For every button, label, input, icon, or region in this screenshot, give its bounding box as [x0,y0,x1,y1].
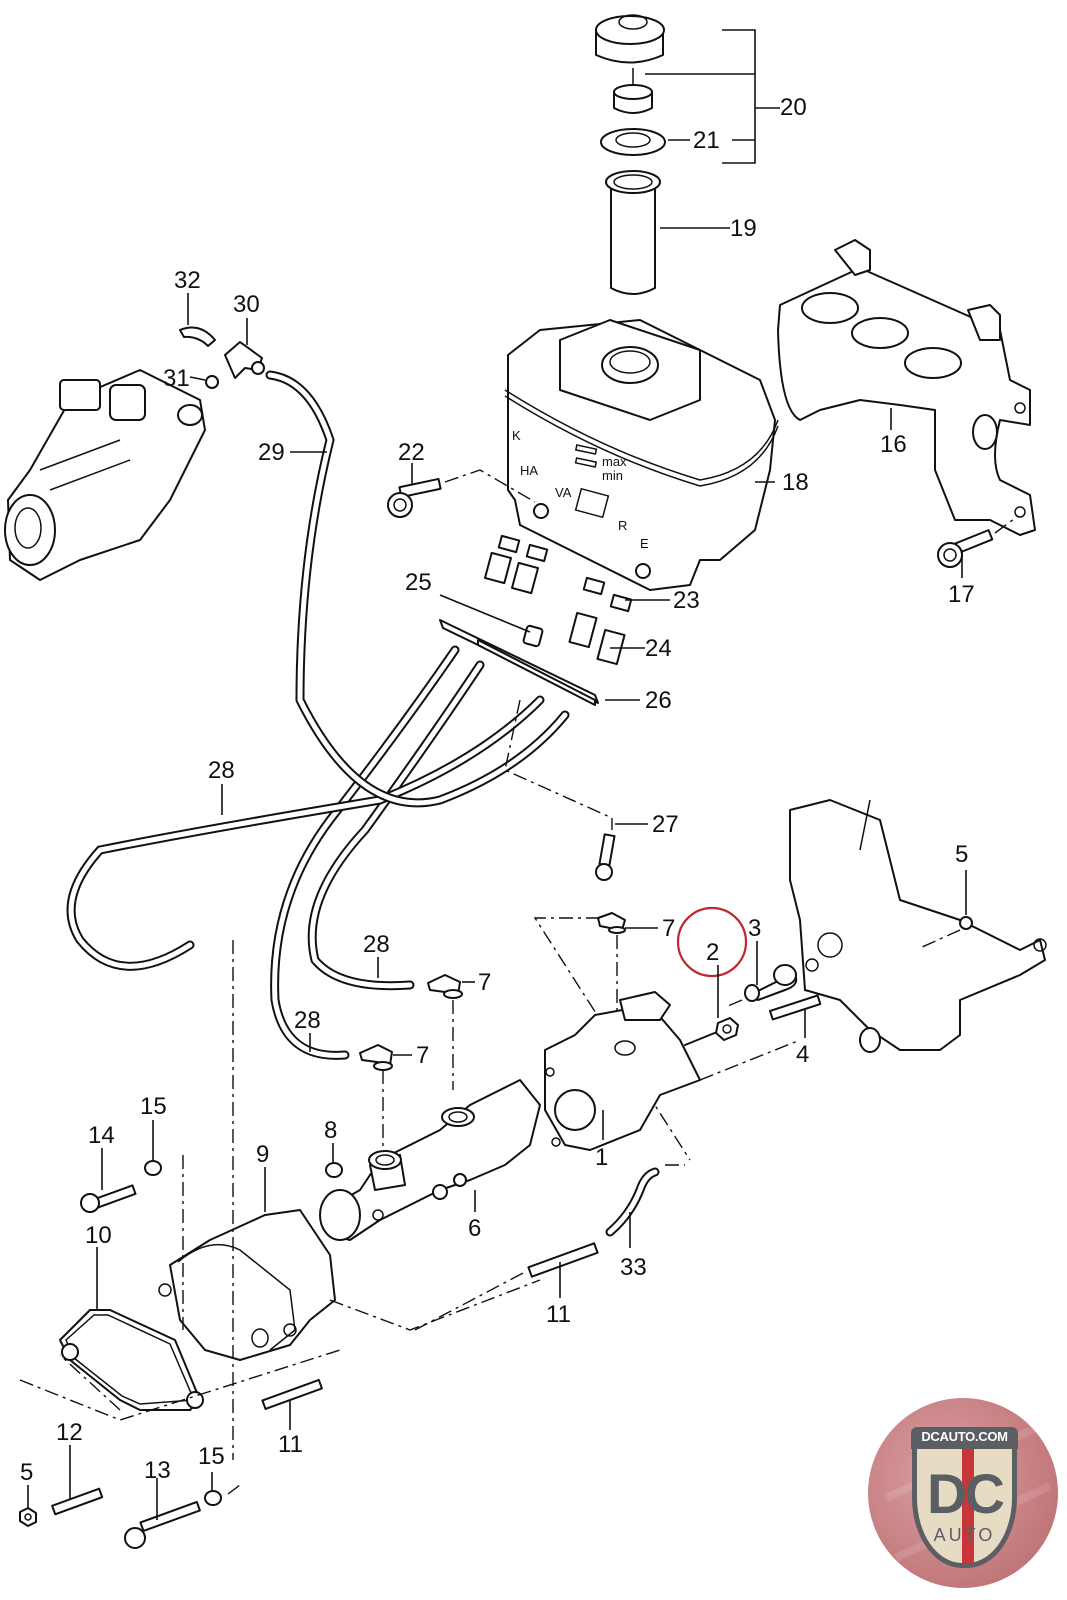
callout-8[interactable]: 8 [324,1117,337,1144]
nut-5-upper[interactable] [959,916,973,930]
logo-shield: DCAUTO.COM DC AUTO [911,1427,1018,1568]
callout-13[interactable]: 13 [144,1457,171,1484]
clutch-master-cylinder[interactable] [544,991,701,1151]
callout-7-low[interactable]: 7 [416,1042,429,1069]
callout-30[interactable]: 30 [233,291,260,318]
callout-labels: 20 21 19 32 30 31 29 22 16 18 17 25 23 2… [20,94,975,1486]
callout-29[interactable]: 29 [258,439,285,466]
callout-24[interactable]: 24 [645,635,672,662]
hose-connectors-left[interactable] [483,534,549,595]
washer-15-upper[interactable] [144,1160,162,1176]
reservoir-bracket[interactable] [777,239,1036,536]
callout-26[interactable]: 26 [645,687,672,714]
callout-19[interactable]: 19 [730,215,757,242]
callout-14[interactable]: 14 [88,1122,115,1149]
callout-11-mid[interactable]: 11 [546,1301,571,1328]
callout-12[interactable]: 12 [56,1419,83,1446]
gasket-10[interactable] [59,1309,204,1411]
seal-ring-31[interactable] [205,375,219,389]
callout-7-upper[interactable]: 7 [662,915,675,942]
marking-r: R [618,518,627,533]
bolt-13[interactable] [124,1500,201,1549]
cylinder-housing-6[interactable] [319,1079,541,1241]
callout-6[interactable]: 6 [468,1215,481,1242]
hose-connectors-24[interactable] [568,611,626,666]
hydraulic-unit [4,369,206,581]
hose-33[interactable] [605,1167,660,1237]
reservoir-cap[interactable] [595,14,665,114]
logo-dc-text: DC [927,1462,1005,1525]
logo-site-text: DCAUTO.COM [921,1429,1008,1444]
marking-k: K [512,428,521,443]
logo-top-band: DCAUTO.COM [911,1427,1018,1449]
callout-32[interactable]: 32 [174,267,201,294]
callout-20[interactable]: 20 [780,94,807,121]
marking-ha: HA [520,463,538,478]
marking-min: min [602,468,623,483]
pedal-box [789,799,1047,1053]
callout-28-low[interactable]: 28 [294,1007,321,1034]
nut-5-lower[interactable] [19,1507,37,1527]
bolt-17[interactable] [937,529,994,568]
callout-28-mid[interactable]: 28 [363,931,390,958]
callout-5-upper[interactable]: 5 [955,841,968,868]
seal-ring-21[interactable] [600,128,666,156]
callout-4[interactable]: 4 [796,1041,809,1068]
marking-va: VA [555,485,572,500]
callout-5-lower[interactable]: 5 [20,1459,33,1486]
bolt-14[interactable] [80,1184,137,1213]
logo-red-bar [962,1433,974,1563]
callout-33[interactable]: 33 [620,1254,647,1281]
callout-25[interactable]: 25 [405,569,432,596]
callout-18[interactable]: 18 [782,469,809,496]
rod-end-joint-3[interactable] [744,964,798,1002]
callout-21[interactable]: 21 [693,127,720,154]
bolt-27[interactable] [595,833,616,881]
logo-auto-text: AUTO [933,1525,996,1545]
connector-pipe-11[interactable] [527,1242,599,1278]
callout-11-low[interactable]: 11 [278,1431,303,1458]
threaded-stud-4[interactable] [768,994,822,1021]
callout-31[interactable]: 31 [163,365,190,392]
elbow-connector-7a[interactable] [597,912,626,934]
stud-12[interactable] [51,1487,104,1516]
callout-3[interactable]: 3 [748,915,761,942]
callout-16[interactable]: 16 [880,431,907,458]
callout-9[interactable]: 9 [256,1141,269,1168]
dcauto-watermark-logo: DCAUTO.COM DC AUTO [868,1398,1058,1588]
callout-28-top[interactable]: 28 [208,757,235,784]
callout-27[interactable]: 27 [652,811,679,838]
grommets-23[interactable] [582,576,633,613]
strainer-19[interactable] [605,170,661,295]
callout-1[interactable]: 1 [595,1144,608,1171]
marking-e: E [640,536,649,551]
hose-bundle[interactable] [66,370,570,1060]
callout-15-lower[interactable]: 15 [198,1443,225,1470]
bolt-22[interactable] [387,477,442,518]
washer-15-lower[interactable] [204,1490,222,1506]
callout-23[interactable]: 23 [673,587,700,614]
retaining-clip-32[interactable] [179,326,216,347]
dowel-pin-11-lower[interactable] [261,1378,323,1410]
hose-holder[interactable] [439,619,599,706]
nut-2[interactable] [715,1017,739,1041]
fluid-reservoir[interactable]: K HA VA R E max min [504,319,779,591]
callout-15-upper[interactable]: 15 [140,1093,167,1120]
marking-max: max [602,454,627,469]
booster-housing-9[interactable] [158,1209,336,1361]
callout-10[interactable]: 10 [85,1222,112,1249]
elbow-fitting-30[interactable] [224,341,265,379]
leader-lines [27,293,967,1520]
callout-2[interactable]: 2 [706,939,719,966]
callout-7-mid[interactable]: 7 [478,969,491,996]
elbow-connector-7b[interactable] [427,974,463,999]
elbow-connector-7c[interactable] [359,1044,393,1071]
callout-17[interactable]: 17 [948,581,975,608]
callout-22[interactable]: 22 [398,439,425,466]
plug-8[interactable] [325,1162,343,1178]
highlight-circle [676,906,748,978]
plug-25[interactable] [522,624,544,648]
